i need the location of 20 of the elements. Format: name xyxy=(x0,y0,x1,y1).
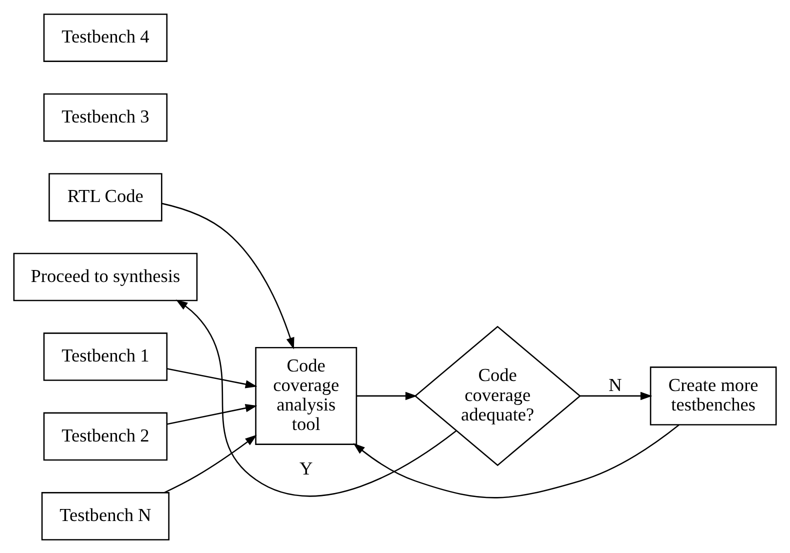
edge-label: Y xyxy=(299,458,313,478)
arrow xyxy=(164,434,257,493)
node-box: Testbench N xyxy=(41,492,170,540)
node-diamond: Code coverage adequate? xyxy=(414,325,581,466)
arrow xyxy=(353,424,680,498)
edge-label: N xyxy=(608,374,622,394)
node-box: Testbench 3 xyxy=(43,92,168,142)
arrow xyxy=(167,404,258,424)
arrow xyxy=(162,202,294,349)
node-box: RTL Code xyxy=(48,172,162,221)
node-box: Testbench 2 xyxy=(43,412,168,460)
node-box: Testbench 1 xyxy=(43,332,168,380)
arrow xyxy=(580,391,652,400)
node-box: Testbench 4 xyxy=(43,13,168,62)
arrow xyxy=(167,368,258,388)
arrow xyxy=(356,391,418,400)
node-box: Create more testbenches xyxy=(650,366,777,425)
node-box: Code coverage analysis tool xyxy=(255,346,358,444)
arrow xyxy=(176,299,457,496)
node-box: Proceed to synthesis xyxy=(13,252,198,301)
